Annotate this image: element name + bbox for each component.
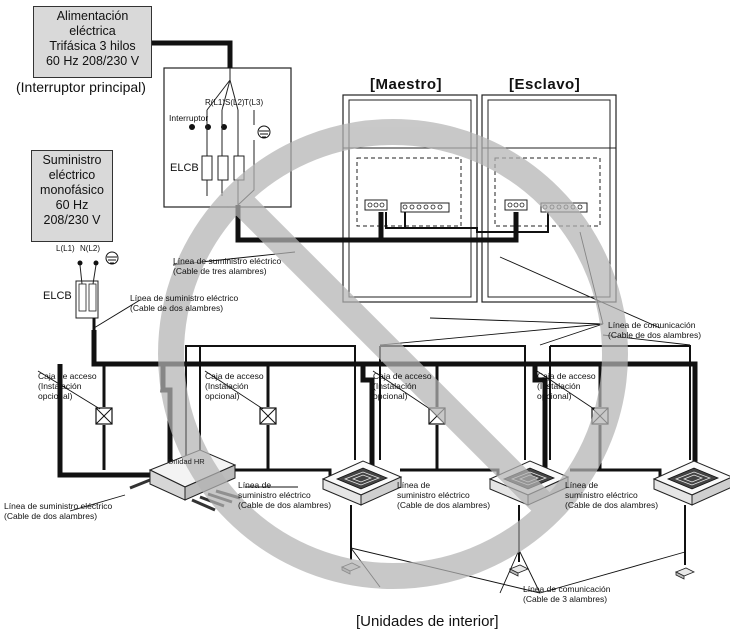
comm-2wire-line1: Línea de comunicación	[608, 320, 696, 330]
supply-2wire-top-label: Línea de suministro eléctrico (Cable de …	[130, 293, 238, 313]
supply-2wire-left-line2: (Cable de dos alambres)	[4, 511, 98, 521]
access-box-1-line3: opcional)	[38, 391, 73, 401]
indoor-units-caption: [Unidades de interior]	[356, 613, 499, 630]
power-main-line4: 60 Hz 208/230 V	[45, 54, 140, 68]
supply-c-line3: (Cable de dos alambres)	[565, 500, 659, 510]
elcb-main-label: ELCB	[170, 162, 199, 174]
power-single-line3: monofásico	[40, 183, 104, 197]
three-phase-power-box: Alimentación eléctrica Trifásica 3 hilos…	[33, 6, 152, 78]
supply-a-line2: suministro eléctrico	[238, 490, 311, 500]
power-single-line4: 60 Hz	[55, 198, 89, 212]
access-box-2-line2: (Instalación	[205, 381, 249, 391]
ground-symbol-main	[257, 125, 271, 139]
access-box-1	[95, 407, 113, 425]
indoor-unit-1	[322, 460, 402, 506]
access-box-4-line2: (Instalación	[537, 381, 581, 391]
access-box-1-line2: (Instalación	[38, 381, 82, 391]
power-single-line1: Suministro	[42, 153, 102, 167]
supply-3wire-line1: Línea de suministro eléctrico	[173, 256, 282, 266]
prohibition-sign	[158, 119, 628, 589]
access-box-3-line3: opcional)	[373, 391, 408, 401]
main-switch-caption: (Interruptor principal)	[16, 79, 146, 95]
power-main-line2: eléctrica	[69, 24, 116, 38]
access-box-label-1: Caja de acceso (Instalación opcional)	[38, 371, 97, 401]
access-box-label-4: Caja de acceso (Instalación opcional)	[537, 371, 596, 401]
power-main-line1: Alimentación	[56, 9, 129, 23]
comm-3wire-line2: (Cable de 3 alambres)	[523, 594, 608, 604]
access-box-label-3: Caja de acceso (Instalación opcional)	[373, 371, 432, 401]
remote-controller-3	[675, 567, 695, 580]
terminal-s: S(L2)	[225, 98, 245, 107]
access-box-2-line3: opcional)	[205, 391, 240, 401]
supply-a-line1: Línea de	[238, 480, 272, 490]
terminal-n: N(L2)	[80, 244, 101, 253]
supply-3wire-line2: (Cable de tres alambres)	[173, 266, 267, 276]
supply-2wire-top-line1: Línea de suministro eléctrico	[130, 293, 239, 303]
ground-symbol-single	[105, 251, 119, 265]
comm-2wire-label: Línea de comunicación (Cable de dos alam…	[608, 320, 701, 340]
supply-b-line1: Línea de	[397, 480, 431, 490]
hr-unit-label: Unidad HR	[168, 457, 205, 466]
comm-2wire-line2: (Cable de dos alambres)	[608, 330, 702, 340]
comm-3wire-line1: Línea de comunicación	[523, 584, 611, 594]
terminal-t: T(L3)	[244, 98, 264, 107]
access-box-3-line2: (Instalación	[373, 381, 417, 391]
terminal-r: R(L1)	[205, 98, 226, 107]
remote-controller-2	[509, 564, 529, 577]
access-box-2	[259, 407, 277, 425]
supply-a-line3: (Cable de dos alambres)	[238, 500, 332, 510]
access-box-1-line1: Caja de acceso	[38, 371, 97, 381]
slave-label: [Esclavo]	[509, 76, 581, 93]
single-phase-power-box: Suministro eléctrico monofásico 60 Hz 20…	[31, 150, 113, 242]
access-box-3-line1: Caja de acceso	[373, 371, 432, 381]
interruptor-label: Interruptor	[169, 113, 209, 123]
supply-b-label: Línea de suministro eléctrico (Cable de …	[397, 480, 490, 510]
supply-b-line3: (Cable de dos alambres)	[397, 500, 491, 510]
comm-3wire-label: Línea de comunicación (Cable de 3 alambr…	[523, 584, 610, 604]
elcb-single-device	[75, 260, 99, 319]
power-main-line3: Trifásica 3 hilos	[49, 39, 136, 53]
master-label: [Maestro]	[370, 76, 443, 93]
indoor-unit-3	[653, 460, 730, 506]
power-single-line5: 208/230 V	[43, 213, 101, 227]
supply-c-label: Línea de suministro eléctrico (Cable de …	[565, 480, 658, 510]
access-box-4-line3: opcional)	[537, 391, 572, 401]
power-single-line2: eléctrico	[48, 168, 96, 182]
supply-2wire-left-line1: Línea de suministro eléctrico	[4, 501, 113, 511]
supply-2wire-top-line2: (Cable de dos alambres)	[130, 303, 224, 313]
terminal-l: L(L1)	[56, 244, 75, 253]
access-box-label-2: Caja de acceso (Instalación opcional)	[205, 371, 264, 401]
elcb-main-device	[201, 155, 245, 181]
supply-c-line1: Línea de	[565, 480, 599, 490]
supply-3wire-label: Línea de suministro eléctrico (Cable de …	[173, 256, 281, 276]
access-box-2-line1: Caja de acceso	[205, 371, 264, 381]
communication-wiring	[185, 212, 691, 565]
supply-2wire-left-label: Línea de suministro eléctrico (Cable de …	[4, 501, 112, 521]
elcb-single-label: ELCB	[43, 290, 72, 302]
supply-c-line2: suministro eléctrico	[565, 490, 638, 500]
access-box-4-line1: Caja de acceso	[537, 371, 596, 381]
supply-b-line2: suministro eléctrico	[397, 490, 470, 500]
supply-a-label: Línea de suministro eléctrico (Cable de …	[238, 480, 331, 510]
